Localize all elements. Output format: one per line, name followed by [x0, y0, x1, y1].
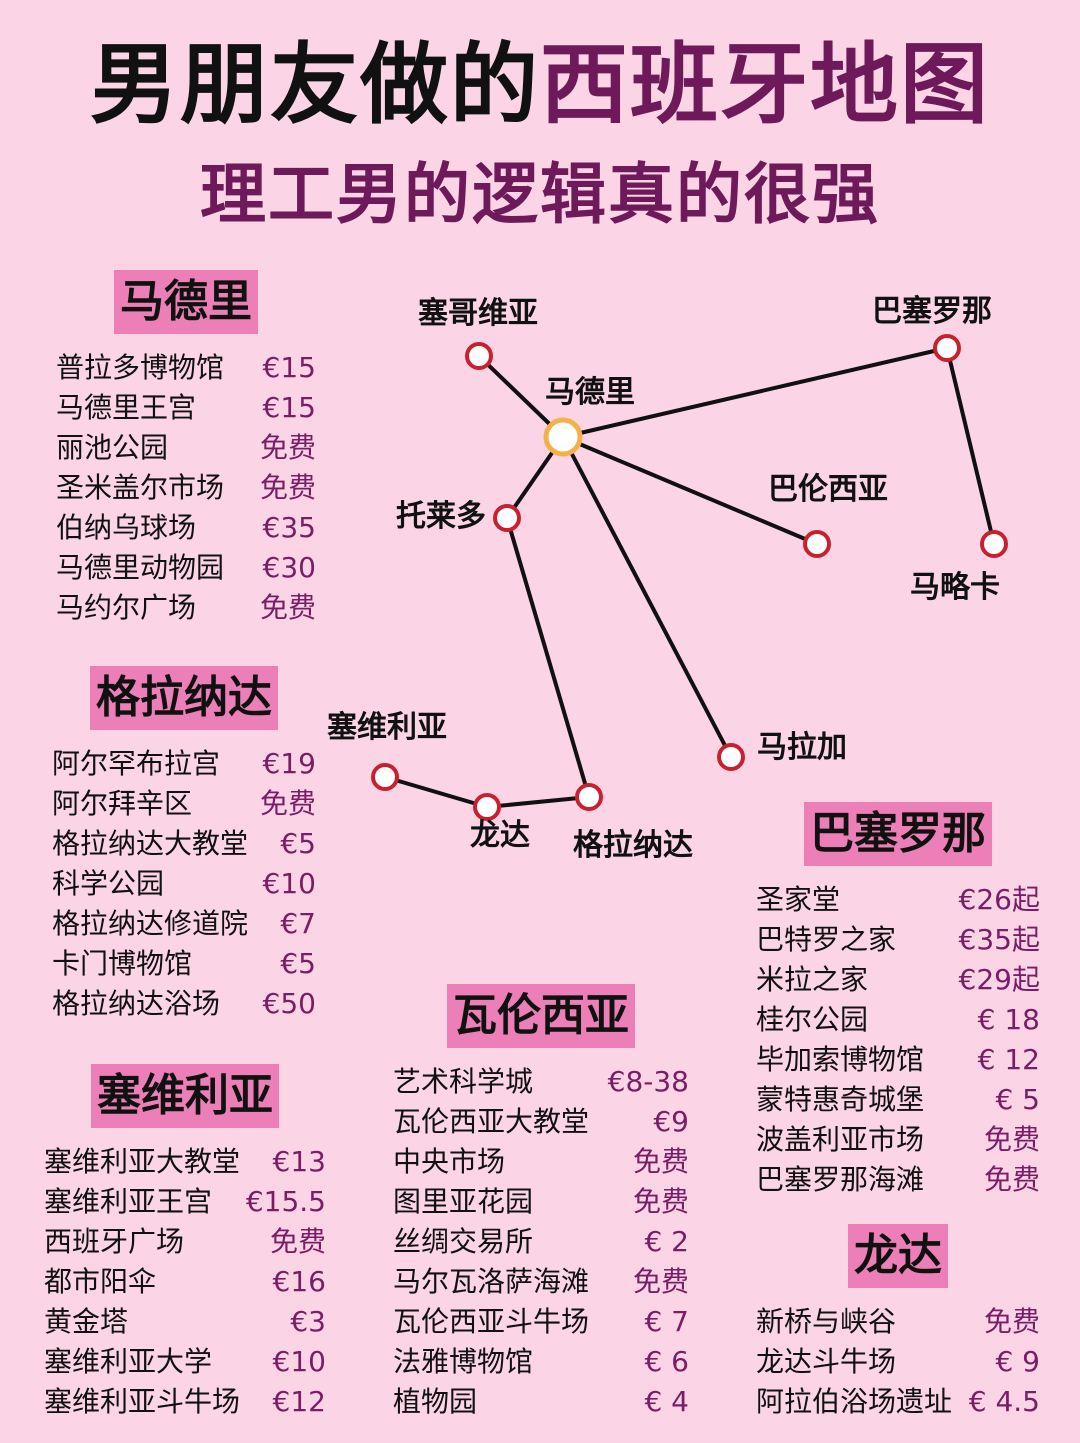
list-item: 格拉纳达浴场€50	[52, 987, 316, 1020]
list-item: 阿尔罕布拉宫€19	[52, 747, 316, 780]
list-item: 伯纳乌球场€35	[56, 511, 316, 544]
section-barcelona: 巴塞罗那 圣家堂€26起 巴特罗之家€35起 米拉之家€29起 桂尔公园€ 18…	[756, 802, 1040, 1200]
list-item: 阿尔拜辛区免费	[52, 787, 316, 820]
map-label-granada: 格拉纳达	[573, 828, 693, 863]
node-malaga	[717, 743, 745, 771]
list-item: 圣家堂€26起	[756, 883, 1040, 916]
list-item: 塞维利亚大教堂€13	[44, 1145, 326, 1178]
list-item: 塞维利亚王宫€15.5	[44, 1185, 326, 1218]
list-item: 马约尔广场免费	[56, 591, 316, 624]
section-title: 瓦伦西亚	[447, 984, 635, 1048]
title-part-2: 西班牙地图	[540, 33, 991, 136]
list-item: 卡门博物馆€5	[52, 947, 316, 980]
list-item: 新桥与峡谷免费	[756, 1305, 1040, 1338]
list-item: 科学公园€10	[52, 867, 316, 900]
node-toledo	[493, 504, 521, 532]
map-label-madrid: 马德里	[545, 375, 635, 410]
map-label-barcelona: 巴塞罗那	[872, 294, 992, 329]
list-item: 马德里动物园€30	[56, 551, 316, 584]
list-item: 丽池公园免费	[56, 431, 316, 464]
map-label-segovia: 塞哥维亚	[418, 296, 538, 331]
node-sevilla	[371, 763, 399, 791]
list-item: 毕加索博物馆€ 12	[756, 1043, 1040, 1076]
list-item: 米拉之家€29起	[756, 963, 1040, 996]
list-item: 圣米盖尔市场免费	[56, 471, 316, 504]
list-item: 格拉纳达修道院€7	[52, 907, 316, 940]
list-item: 图里亚花园免费	[393, 1185, 689, 1218]
list-item: 中央市场免费	[393, 1145, 689, 1178]
map-label-malaga: 马拉加	[757, 730, 847, 765]
section-title: 马德里	[114, 270, 258, 334]
list-item: 塞维利亚大学€10	[44, 1345, 326, 1378]
list-item: 塞维利亚斗牛场€12	[44, 1385, 326, 1418]
node-mallorca	[980, 530, 1008, 558]
map-label-toledo: 托莱多	[396, 499, 486, 534]
list-item: 桂尔公园€ 18	[756, 1003, 1040, 1036]
list-item: 艺术科学城€8-38	[393, 1065, 689, 1098]
list-item: 瓦伦西亚斗牛场€ 7	[393, 1305, 689, 1338]
section-title: 格拉纳达	[90, 666, 278, 730]
section-valencia: 瓦伦西亚 艺术科学城€8-38 瓦伦西亚大教堂€9 中央市场免费 图里亚花园免费…	[393, 984, 689, 1422]
list-item: 瓦伦西亚大教堂€9	[393, 1105, 689, 1138]
node-segovia	[465, 342, 493, 370]
node-madrid-hub	[543, 417, 583, 457]
list-item: 格拉纳达大教堂€5	[52, 827, 316, 860]
list-item: 蒙特惠奇城堡€ 5	[756, 1083, 1040, 1116]
list-item: 马尔瓦洛萨海滩免费	[393, 1265, 689, 1298]
list-item: 巴塞罗那海滩免费	[756, 1163, 1040, 1196]
list-item: 都市阳伞€16	[44, 1265, 326, 1298]
map-label-mallorca: 马略卡	[910, 570, 1000, 605]
node-ronda	[473, 793, 501, 821]
route-lines	[384, 346, 996, 809]
title-part-1: 男朋友做的	[89, 33, 540, 136]
list-item: 马德里王宫€15	[56, 391, 316, 424]
list-item: 西班牙广场免费	[44, 1225, 326, 1258]
list-item: 植物园€ 4	[393, 1385, 689, 1418]
map-label-sevilla: 塞维利亚	[327, 710, 447, 745]
page-title: 男朋友做的西班牙地图	[0, 30, 1080, 140]
list-item: 波盖利亚市场免费	[756, 1123, 1040, 1156]
list-item: 阿拉伯浴场遗址€ 4.5	[756, 1385, 1040, 1418]
list-item: 法雅博物馆€ 6	[393, 1345, 689, 1378]
map-label-ronda: 龙达	[470, 818, 530, 853]
node-granada	[575, 783, 603, 811]
section-title: 塞维利亚	[91, 1064, 279, 1128]
section-ronda: 龙达 新桥与峡谷免费 龙达斗牛场€ 9 阿拉伯浴场遗址€ 4.5	[756, 1224, 1040, 1422]
section-title: 龙达	[848, 1224, 948, 1288]
section-title: 巴塞罗那	[804, 802, 992, 866]
map-label-valencia: 巴伦西亚	[768, 472, 888, 507]
page-subtitle: 理工男的逻辑真的很强	[200, 156, 880, 233]
node-valencia	[803, 530, 831, 558]
node-barcelona	[933, 334, 961, 362]
list-item: 巴特罗之家€35起	[756, 923, 1040, 956]
list-item: 龙达斗牛场€ 9	[756, 1345, 1040, 1378]
list-item: 丝绸交易所€ 2	[393, 1225, 689, 1258]
section-madrid: 马德里 普拉多博物馆€15 马德里王宫€15 丽池公园免费 圣米盖尔市场免费 伯…	[56, 270, 316, 628]
list-item: 普拉多博物馆€15	[56, 351, 316, 384]
section-sevilla: 塞维利亚 塞维利亚大教堂€13 塞维利亚王宫€15.5 西班牙广场免费 都市阳伞…	[44, 1064, 326, 1422]
section-granada: 格拉纳达 阿尔罕布拉宫€19 阿尔拜辛区免费 格拉纳达大教堂€5 科学公园€10…	[52, 666, 316, 1024]
list-item: 黄金塔€3	[44, 1305, 326, 1338]
